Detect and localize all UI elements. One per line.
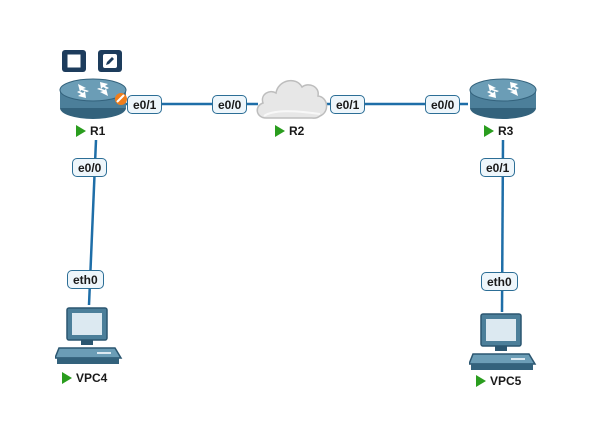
- node-name: R2: [289, 124, 305, 138]
- iface-r3-e0-1[interactable]: e0/1: [480, 158, 516, 177]
- node-name: VPC4: [76, 371, 108, 385]
- pc-icon: [53, 307, 123, 364]
- node-r2[interactable]: [254, 72, 330, 127]
- iface-r1-e0-0[interactable]: e0/0: [72, 158, 108, 177]
- label-vpc4: VPC4: [62, 371, 107, 385]
- cloud-icon: [256, 79, 328, 119]
- iface-vpc5-eth0[interactable]: eth0: [481, 272, 518, 291]
- iface-vpc4-eth0[interactable]: eth0: [67, 270, 104, 289]
- label-r1: R1: [76, 124, 105, 138]
- node-r3[interactable]: [466, 76, 540, 127]
- running-status-icon: [476, 375, 486, 387]
- node-vpc4[interactable]: [53, 306, 125, 373]
- iface-r2-e0-0[interactable]: e0/0: [212, 95, 248, 114]
- node-name: VPC5: [490, 374, 522, 388]
- running-status-icon: [275, 125, 285, 137]
- node-vpc5[interactable]: [467, 312, 539, 379]
- label-r2: R2: [275, 124, 304, 138]
- node-name: R3: [498, 124, 514, 138]
- edit-button[interactable]: [98, 50, 122, 72]
- stop-square-icon: [67, 54, 81, 68]
- stop-button[interactable]: [62, 50, 86, 72]
- label-vpc5: VPC5: [476, 374, 521, 388]
- node-r1[interactable]: [56, 76, 130, 127]
- running-status-icon: [62, 372, 72, 384]
- iface-r3-e0-0[interactable]: e0/0: [425, 95, 461, 114]
- label-r3: R3: [484, 124, 513, 138]
- iface-r1-e0-1[interactable]: e0/1: [127, 95, 163, 114]
- router-icon: [59, 78, 127, 119]
- router-icon: [469, 78, 537, 119]
- running-status-icon: [76, 125, 86, 137]
- running-status-icon: [484, 125, 494, 137]
- iface-r2-e0-1[interactable]: e0/1: [330, 95, 366, 114]
- node-name: R1: [90, 124, 106, 138]
- pc-icon: [467, 313, 537, 370]
- orange-marker-icon: [115, 93, 127, 105]
- pencil-icon: [103, 54, 117, 68]
